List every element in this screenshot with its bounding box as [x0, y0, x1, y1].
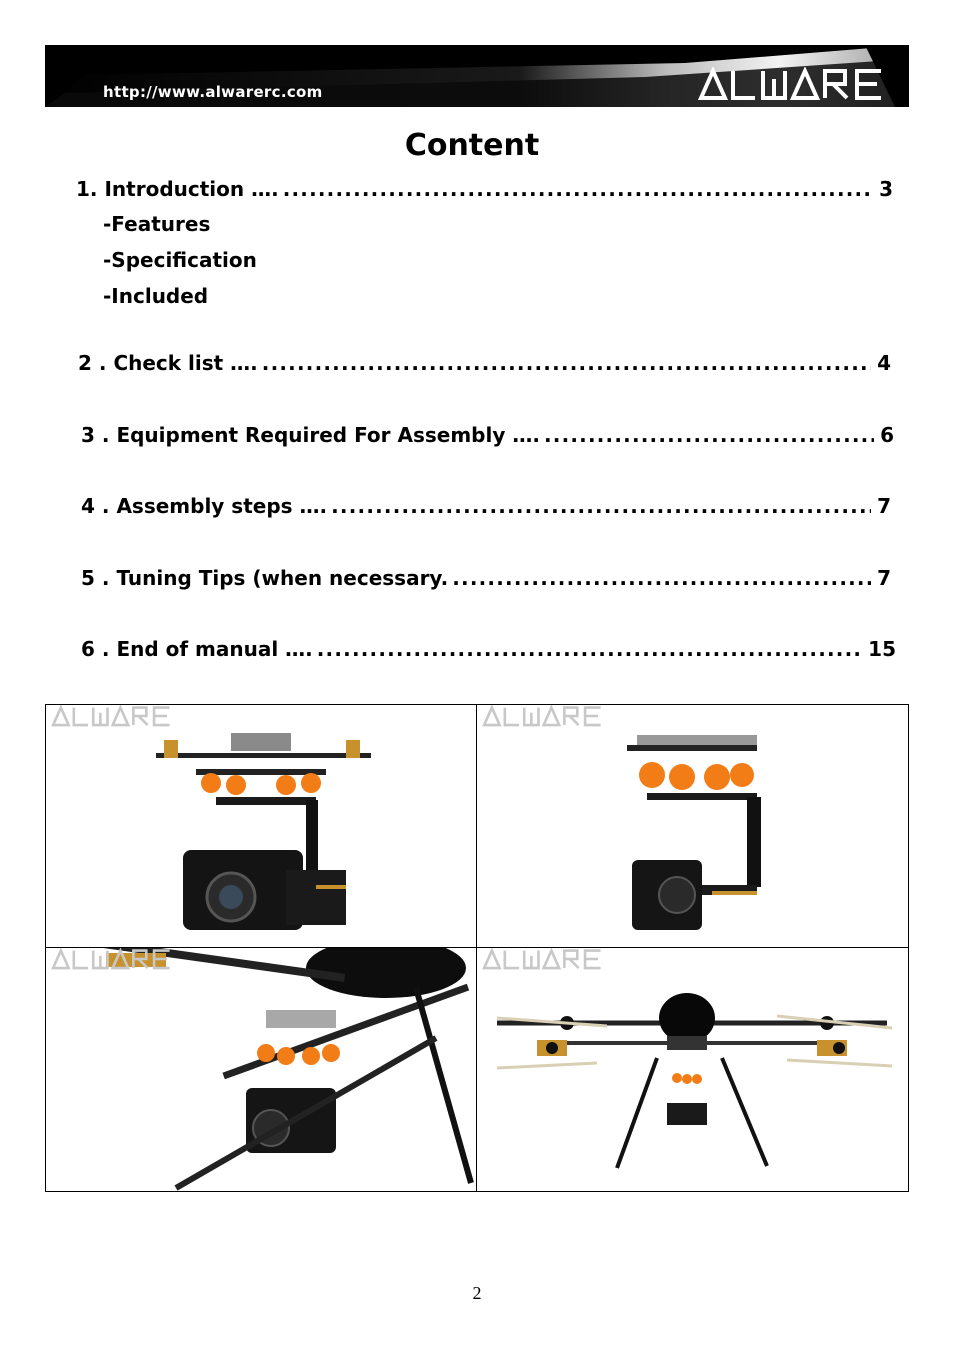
toc-leader-dots: [544, 423, 874, 447]
toc-entry-label: 2 . Check list ….: [78, 351, 258, 375]
alware-watermark: [51, 705, 170, 727]
drone-illustration: [496, 993, 893, 1169]
gimbal-illustration: [156, 733, 371, 930]
toc-entry-page: 6: [880, 423, 894, 447]
toc-subitem: -Included: [103, 284, 209, 308]
toc-entry: 6 . End of manual …. 15: [81, 637, 896, 661]
toc-leader-dots: [331, 494, 871, 518]
alware-watermark: [482, 948, 601, 970]
drone-photo-full: [477, 948, 908, 1191]
drone-illustration: [46, 948, 474, 1191]
page-number: 2: [472, 1283, 482, 1303]
toc-entry-page: 15: [868, 637, 896, 661]
toc-entry-page: 7: [877, 494, 891, 518]
product-photo-grid: [45, 704, 909, 1192]
toc-entry: 5 . Tuning Tips (when necessary. 7: [81, 566, 891, 590]
gimbal-photo-front: [46, 705, 477, 948]
toc-entry-label: 3 . Equipment Required For Assembly ….: [81, 423, 540, 447]
page-title: Content: [404, 128, 540, 163]
toc-entry: 2 . Check list …. 4: [78, 351, 891, 375]
toc-entry: 4 . Assembly steps …. 7: [81, 494, 891, 518]
toc-leader-dots: [262, 351, 871, 375]
toc-entry-label: 1. Introduction ….: [76, 177, 279, 201]
toc-leader-dots: [317, 637, 862, 661]
toc-entry: 3 . Equipment Required For Assembly …. 6: [81, 423, 894, 447]
toc-entry-page: 4: [877, 351, 891, 375]
toc-entry-label: 5 . Tuning Tips (when necessary.: [81, 566, 449, 590]
toc-entry-page: 3: [879, 177, 893, 201]
alware-watermark: [51, 948, 170, 970]
website-url: http://www.alwarerc.com: [103, 83, 323, 101]
toc-entry-label: 6 . End of manual ….: [81, 637, 313, 661]
toc-subitem: -Specification: [103, 248, 257, 272]
gimbal-illustration: [627, 735, 761, 930]
toc-entry-page: 7: [877, 566, 891, 590]
toc-subitem: -Features: [103, 212, 211, 236]
alware-watermark: [482, 705, 601, 727]
drone-photo-closeup: [46, 948, 477, 1191]
toc-entry: 1. Introduction …. 3: [76, 177, 893, 201]
alware-logo: [697, 67, 881, 100]
header-banner: http://www.alwarerc.com: [45, 45, 909, 107]
toc-entry-label: 4 . Assembly steps ….: [81, 494, 328, 518]
toc-leader-dots: [452, 566, 871, 590]
toc-leader-dots: [283, 177, 873, 201]
gimbal-photo-side: [477, 705, 908, 948]
